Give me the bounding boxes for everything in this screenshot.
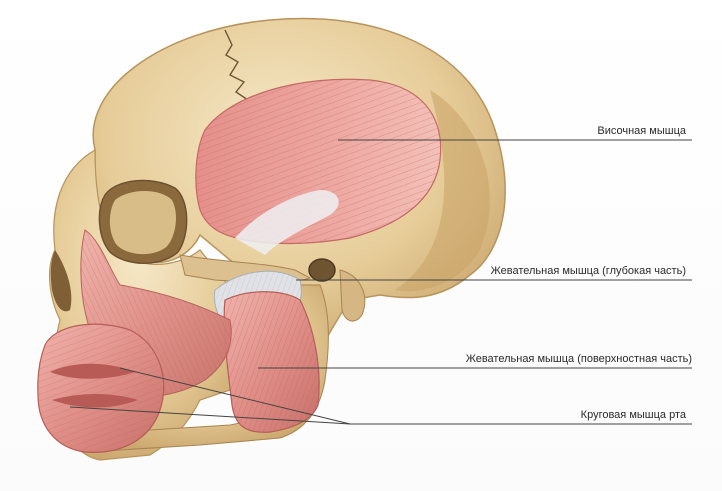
- leader-line-orbicularis-b: [69, 406, 351, 425]
- label-masseter-deep: Жевательная мышца (глубокая часть): [490, 265, 686, 277]
- label-temporal-muscle: Височная мышца: [597, 125, 686, 137]
- coronal-suture: [224, 29, 249, 101]
- nasal-aperture: [50, 250, 72, 312]
- leader-line-orbicularis-a: [119, 367, 351, 425]
- label-orbicularis-oris: Круговая мышца рта: [580, 409, 686, 421]
- temporal-tendon: [235, 190, 339, 255]
- external-acoustic-meatus: [308, 258, 336, 282]
- label-masseter-superficial: Жевательная мышца (поверхностная часть): [465, 353, 692, 365]
